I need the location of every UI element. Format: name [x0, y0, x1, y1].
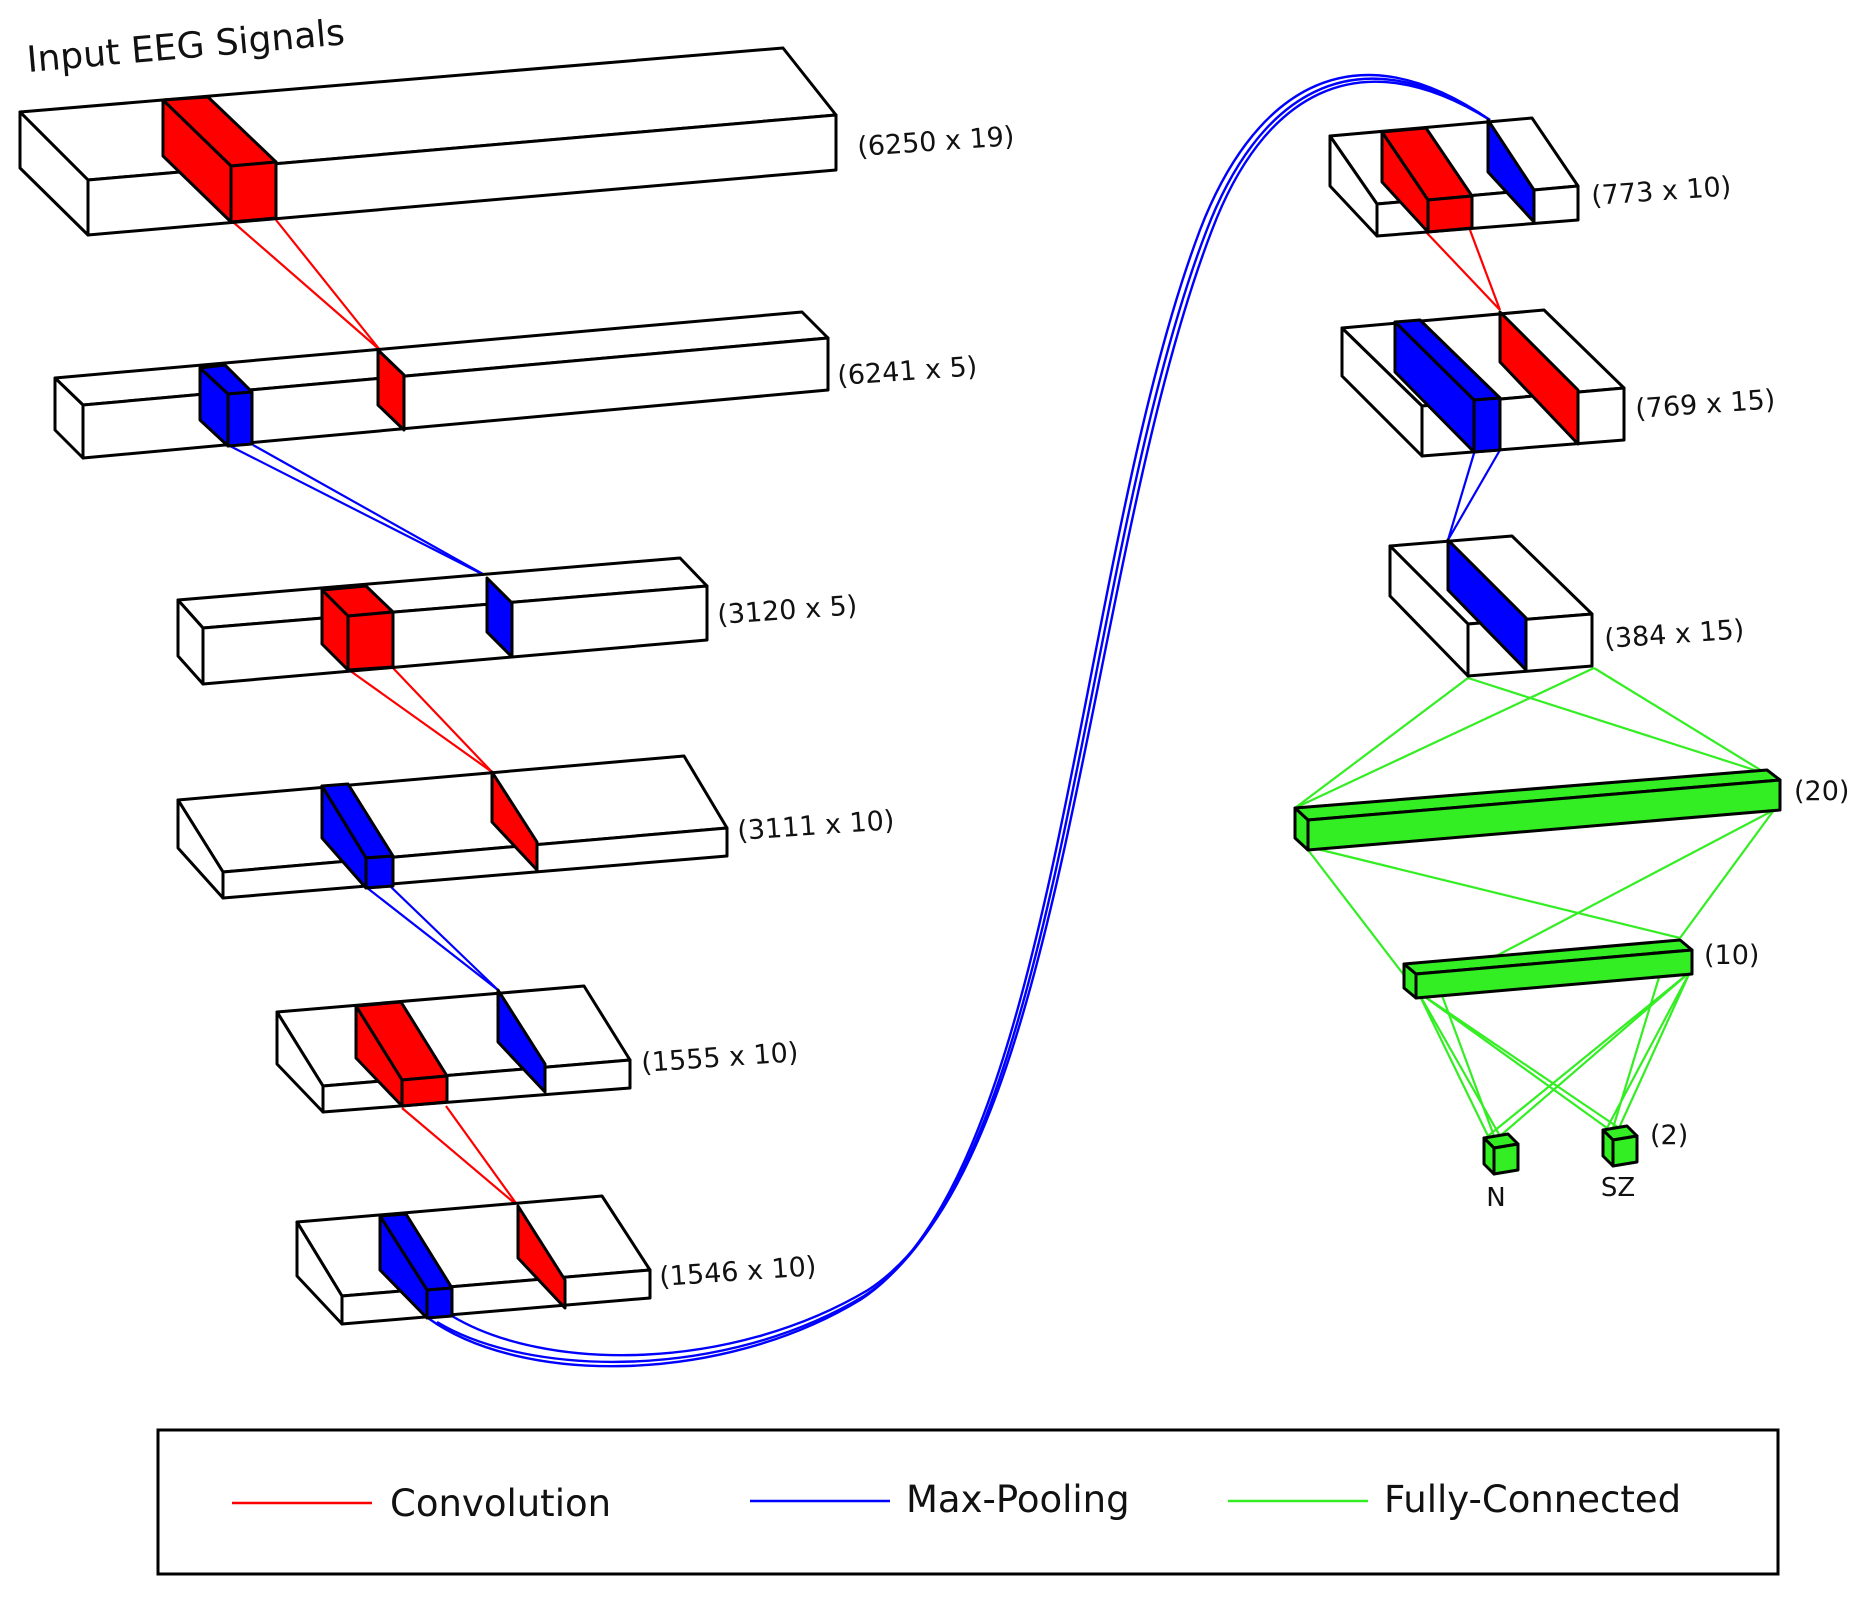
layer-pool3-box	[1328, 116, 1580, 238]
layer-pool4-box	[1388, 534, 1594, 678]
legend-label-convolution: Convolution	[390, 1482, 611, 1525]
pool-kernel-pool4-in	[1446, 538, 1528, 672]
layer-label-pool4: (384 x 15)	[1603, 614, 1745, 655]
conv-connection-2	[348, 667, 493, 773]
diagram-title: Input EEG Signals	[25, 12, 346, 81]
layer-label-pool3: (773 x 10)	[1590, 171, 1732, 212]
layer-pool2-box	[275, 984, 632, 1114]
pool-kernel-conv1	[198, 363, 254, 448]
pool-kernel-pool2-in	[496, 988, 547, 1094]
layer-label-pool2: (1555 x 10)	[640, 1037, 799, 1079]
output-label-sz: SZ	[1601, 1173, 1635, 1203]
conv-kernel-conv2-out	[490, 770, 539, 872]
layer-conv2-box	[176, 754, 729, 900]
layer-label-conv2: (3111 x 10)	[736, 805, 895, 847]
layer-label-out: (2)	[1650, 1120, 1688, 1151]
conv-connection-1	[232, 219, 381, 351]
pool-connection-1	[227, 444, 491, 579]
layer-label-conv1: (6241 x 5)	[836, 351, 978, 392]
layer-label-conv3: (1546 x 10)	[658, 1251, 817, 1293]
legend: Convolution Max-Pooling Fully-Connected	[156, 1428, 1780, 1576]
conv-kernel-conv4-out	[1498, 310, 1580, 446]
layer-label-fc1: (20)	[1794, 776, 1849, 807]
layer-input-box	[18, 46, 838, 237]
fc-connection-3	[1417, 971, 1692, 1137]
conv-kernel-conv1-out	[376, 348, 406, 432]
output-node-sz	[1601, 1124, 1639, 1168]
pool-kernel-conv3	[378, 1212, 454, 1320]
pool-kernel-pool3-in	[1486, 118, 1536, 224]
layer-label-fc2: (10)	[1704, 940, 1759, 971]
pool-connection-2	[365, 886, 499, 991]
legend-frame	[156, 1428, 1780, 1576]
legend-label-max-pooling: Max-Pooling	[906, 1478, 1130, 1521]
output-label-n: N	[1486, 1183, 1505, 1213]
layer-conv3-box	[295, 1194, 652, 1326]
layer-label-conv4: (769 x 15)	[1634, 384, 1776, 425]
layer-fc2-bar	[1402, 938, 1694, 1000]
layer-fc1-bar	[1293, 768, 1782, 852]
conv-kernel-pool3	[1380, 126, 1474, 234]
conv-connection-3	[401, 1105, 519, 1207]
layer-label-input: (6250 x 19)	[856, 121, 1015, 163]
layer-conv1-box	[53, 310, 830, 460]
fc-connection-1	[1294, 667, 1768, 809]
pool-kernel-pool1-in	[485, 576, 514, 659]
conv-connection-4	[1425, 229, 1502, 311]
pool-kernel-conv4	[1393, 318, 1502, 454]
conv-kernel-pool1	[320, 584, 395, 672]
output-node-n	[1482, 1132, 1520, 1176]
legend-label-fully-connected: Fully-Connected	[1384, 1478, 1681, 1521]
layer-conv4-box	[1340, 308, 1626, 458]
layer-pool1-box	[176, 556, 709, 686]
conv-kernel-input	[161, 95, 278, 224]
pool-connection-3	[427, 73, 1491, 1368]
pool-kernel-conv2	[320, 782, 395, 890]
layer-label-pool1: (3120 x 5)	[716, 590, 858, 631]
conv-kernel-pool2	[354, 1000, 449, 1108]
conv-kernel-conv3-out	[516, 1204, 567, 1310]
connections	[227, 73, 1775, 1368]
pool-connection-4	[1446, 449, 1501, 541]
